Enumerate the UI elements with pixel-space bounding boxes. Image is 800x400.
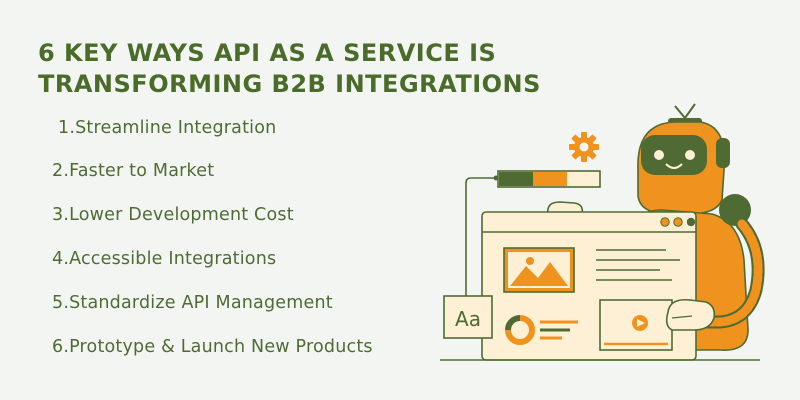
title-line-2: TRANSFORMING B2B INTEGRATIONS [38, 70, 541, 98]
page-title: 6 KEY WAYS API AS A SERVICE IS TRANSFORM… [38, 38, 541, 100]
list-item: 3.Lower Development Cost [52, 205, 294, 225]
list-item: 5.Standardize API Management [52, 293, 333, 313]
list-item: 6.Prototype & Launch New Products [52, 337, 373, 357]
progress-bar-icon [497, 170, 601, 188]
font-card-label: Aa [455, 307, 481, 331]
list-item: 2.Faster to Market [52, 161, 215, 181]
connector-line [465, 177, 498, 300]
video-play-icon [599, 299, 673, 351]
list-item: 4.Accessible Integrations [52, 249, 277, 269]
donut-chart-icon [505, 315, 578, 345]
image-icon [503, 247, 575, 293]
list-item: 1.Streamline Integration [58, 118, 277, 138]
font-icon: Aa [443, 295, 493, 339]
gear-icon [569, 132, 599, 162]
browser-window [481, 211, 697, 361]
title-line-1: 6 KEY WAYS API AS A SERVICE IS [38, 39, 497, 67]
robot-illustration: Aa [440, 103, 765, 361]
